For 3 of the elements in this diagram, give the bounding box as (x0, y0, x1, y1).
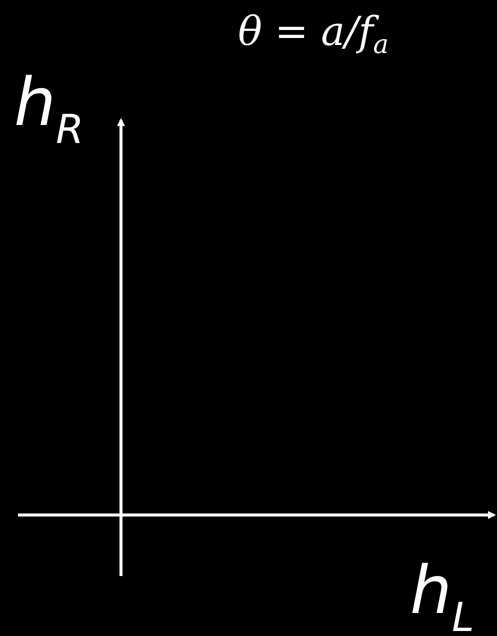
axis-label: h$_{L}$ (410, 558, 474, 636)
axis-label: h$_{R}$ (14, 70, 84, 150)
equation: θ = a/f$_{a}$ (238, 12, 389, 58)
